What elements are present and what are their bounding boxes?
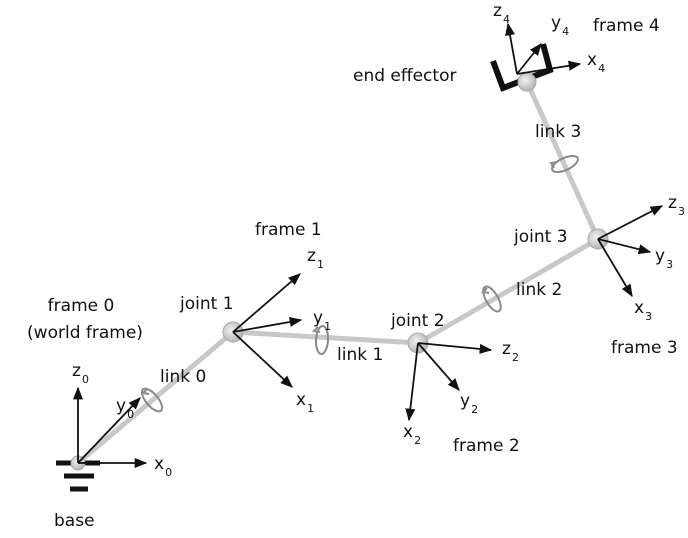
frame-4-y-arrow — [516, 43, 542, 75]
frame-4-axes — [505, 22, 582, 75]
link-1-label: link 1 — [337, 345, 384, 365]
frame-2-x-label: x2 — [403, 422, 422, 447]
rotation-icon-link1 — [311, 325, 330, 355]
end-effector-label: end effector — [353, 66, 457, 86]
frame-2-axes — [405, 342, 493, 422]
frame-0-x-label: x0 — [154, 454, 173, 479]
link-0-bar — [75, 329, 236, 466]
link-2-label: link 2 — [516, 280, 563, 300]
joint-3-label: joint 3 — [514, 227, 568, 247]
frame-4-z-label: z4 — [493, 1, 510, 26]
frame-4-x-arrow — [516, 60, 582, 75]
link-3-label: link 3 — [535, 122, 582, 142]
frame-3-x-label: x3 — [634, 298, 653, 323]
link-2-bar — [415, 236, 601, 346]
world-frame-label: (world frame) — [27, 323, 143, 343]
frame-1-axes — [232, 273, 303, 388]
frame-2-x-arrow — [405, 342, 419, 422]
frame-1-y-arrow — [232, 317, 303, 333]
rotation-icon-link2 — [480, 285, 502, 313]
base-label: base — [54, 511, 95, 531]
joint-2-label: joint 2 — [391, 311, 445, 331]
frame-0-y-arrow — [77, 397, 141, 464]
frame-1-z-label: z1 — [307, 246, 324, 271]
rotation-indicators — [140, 154, 579, 413]
frame-3-z-label: z3 — [668, 193, 685, 218]
frame-3-x-arrow — [597, 238, 633, 298]
link-3-bar — [524, 79, 601, 242]
link-1-bar — [230, 329, 421, 346]
frame-1-x-label: x1 — [296, 390, 315, 415]
joint-1-label: joint 1 — [180, 294, 234, 314]
frame-4-x-label: x4 — [587, 50, 606, 75]
frame-1-title: frame 1 — [255, 220, 322, 240]
links — [75, 79, 601, 466]
frame-0-axes — [72, 386, 148, 469]
frame-3-z-arrow — [597, 205, 664, 240]
frame-1-z-arrow — [232, 273, 301, 333]
frame-0-z-label: z0 — [72, 361, 89, 386]
frame-3-title: frame 3 — [611, 338, 678, 358]
frame-3-y-arrow — [597, 238, 652, 255]
frame-2-title: frame 2 — [453, 436, 520, 456]
frame-4-title: frame 4 — [593, 16, 660, 36]
frame-0-y-label: y0 — [116, 396, 135, 421]
rotation-icon-link0 — [140, 387, 164, 413]
frame-1-y-label: y1 — [313, 308, 332, 333]
joints — [70, 72, 609, 471]
frame-0-title: frame 0 — [47, 296, 115, 316]
link-0-label: link 0 — [160, 367, 207, 387]
end-effector-sphere — [517, 72, 537, 92]
frame-1-x-arrow — [232, 331, 293, 388]
frame-2-z-arrow — [417, 342, 493, 354]
frame-2-z-label: z2 — [502, 339, 519, 364]
frame-4-y-label: y4 — [551, 13, 570, 38]
frame-3-y-label: y3 — [655, 246, 674, 271]
frame-2-y-label: y2 — [460, 391, 479, 416]
frame-4-z-arrow — [505, 22, 518, 75]
frame-2-y-arrow — [417, 342, 460, 391]
frame-3-axes — [597, 205, 664, 298]
rotation-icon-link3 — [549, 154, 579, 174]
